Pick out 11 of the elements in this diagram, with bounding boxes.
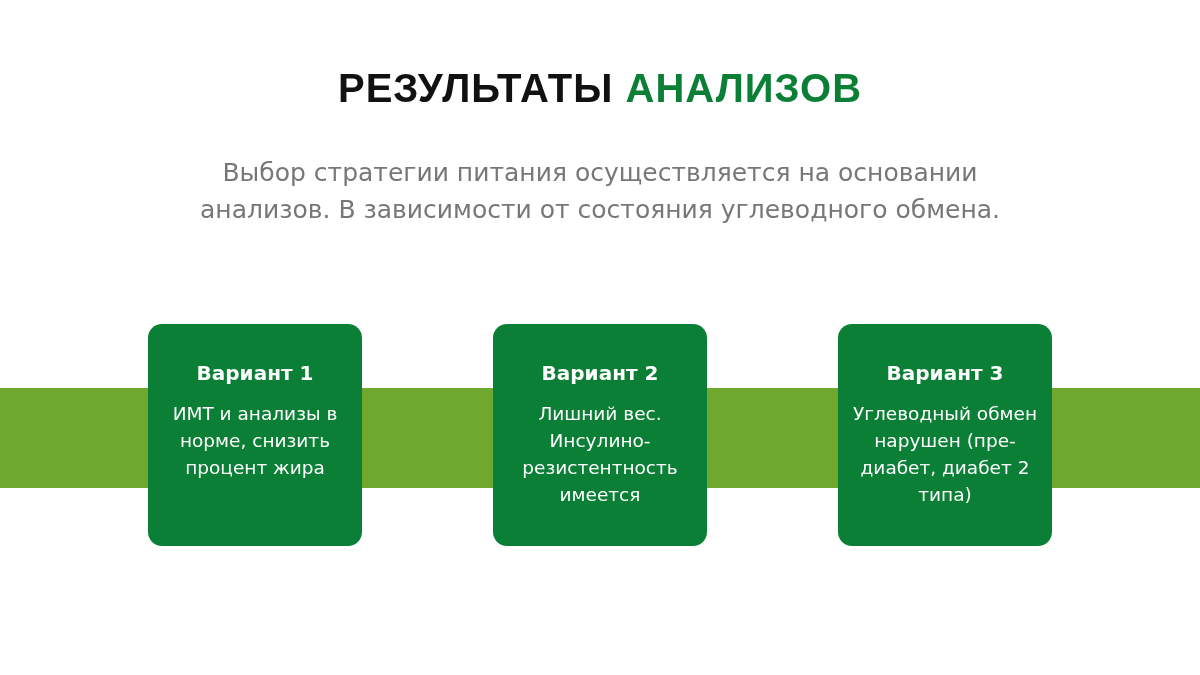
subtitle-text: Выбор стратегии питания осуществляется на основании анализов. В зависимости от состояния углеводного обмена. <box>199 157 1001 226</box>
card-text: Углеводный обмен нарушен (пре-диабет, диабет 2 типа) <box>852 402 1038 507</box>
card-heading: Вариант 3 <box>886 360 1004 387</box>
card-heading: Вариант 1 <box>196 360 314 387</box>
card <box>493 324 707 546</box>
card <box>148 324 362 546</box>
card-text: ИМТ и анализы в норме, снизить процент жира <box>171 402 339 480</box>
card-text: Лишний вес. Инсулино-резистентность имеется <box>521 402 679 507</box>
card-heading: Вариант 2 <box>541 360 659 387</box>
title: РЕЗУЛЬТАТЫ АНАЛИЗОВ <box>337 66 862 111</box>
card <box>838 324 1052 546</box>
